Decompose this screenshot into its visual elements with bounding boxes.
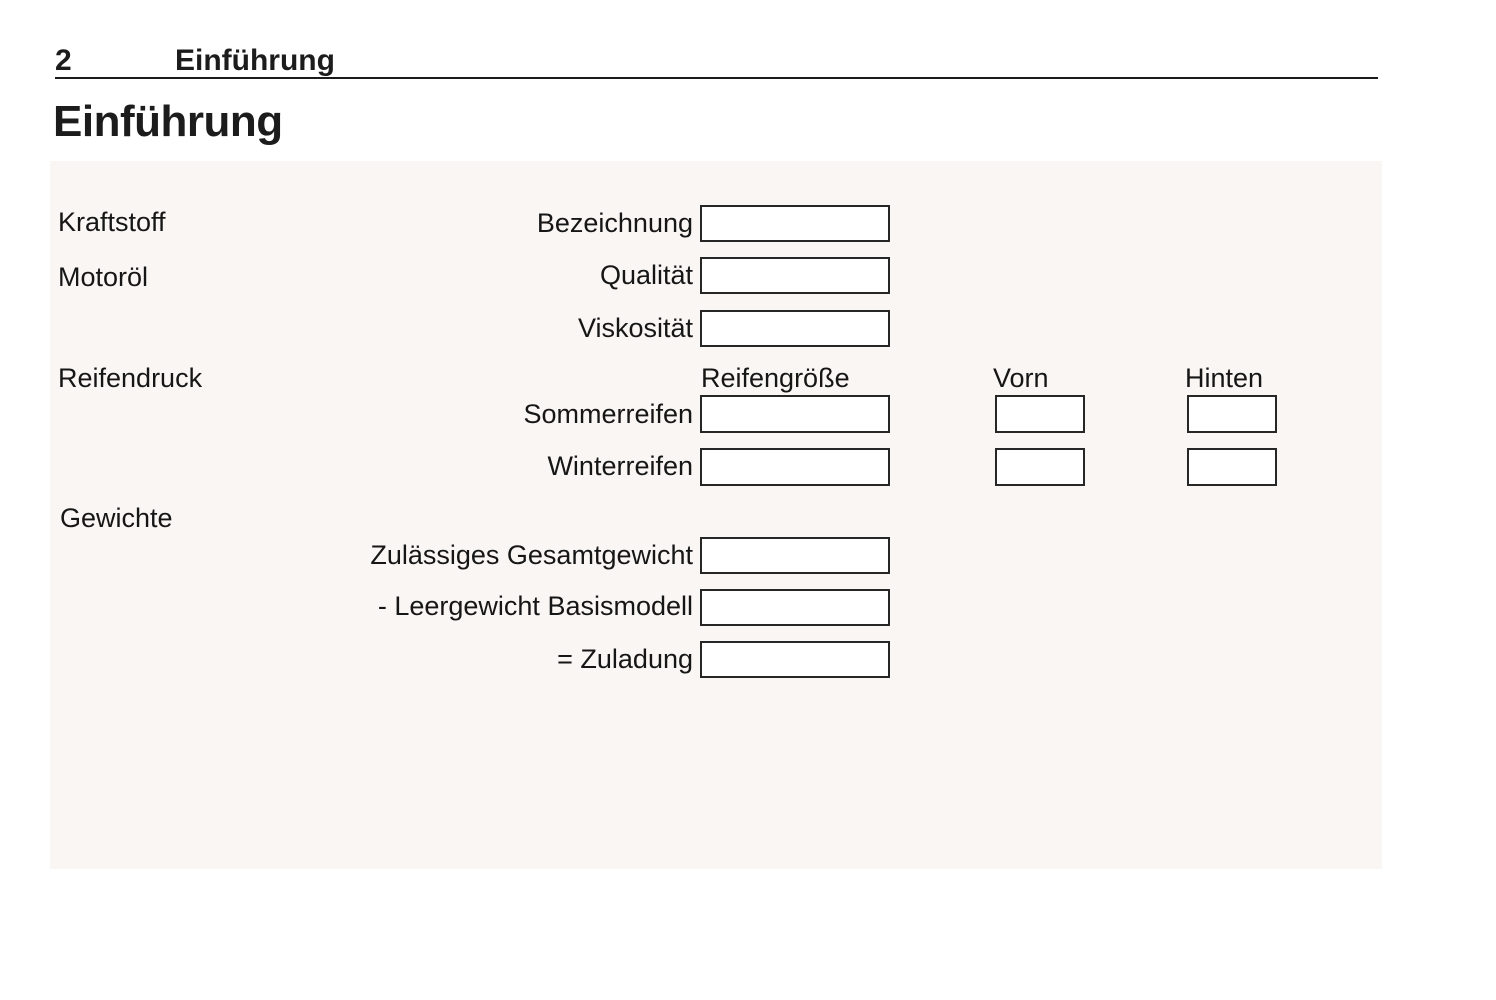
field-label-quality: Qualität — [599, 260, 693, 290]
column-header-tire-size: Reifengröße — [701, 363, 850, 393]
input-winter-tire-size[interactable] — [700, 448, 890, 486]
section-label-tire-pressure: Reifendruck — [58, 363, 203, 393]
section-label-fuel: Kraftstoff — [58, 207, 166, 237]
input-curb-weight[interactable] — [700, 589, 890, 626]
input-oil-viscosity[interactable] — [700, 310, 890, 347]
section-label-weights: Gewichte — [60, 503, 173, 533]
input-summer-tire-size[interactable] — [700, 395, 890, 433]
input-summer-rear-pressure[interactable] — [1187, 395, 1277, 433]
field-label-viscosity: Viskosität — [577, 313, 693, 343]
field-label-designation: Bezeichnung — [536, 208, 693, 238]
column-header-front: Vorn — [993, 363, 1049, 393]
page-title: Einführung — [53, 97, 283, 146]
field-label-gross-weight: Zulässiges Gesamtgewicht — [370, 540, 693, 570]
input-summer-front-pressure[interactable] — [995, 395, 1085, 433]
column-header-rear: Hinten — [1185, 363, 1264, 393]
input-oil-quality[interactable] — [700, 257, 890, 294]
input-fuel-designation[interactable] — [700, 205, 890, 242]
section-label-engine-oil: Motoröl — [58, 262, 149, 292]
input-winter-rear-pressure[interactable] — [1187, 448, 1277, 486]
running-chapter-title: Einführung — [175, 44, 335, 77]
page-number: 2 — [55, 44, 72, 77]
field-label-curb-weight: - Leergewicht Basismodell — [377, 591, 693, 621]
header-rule — [55, 77, 1378, 79]
input-payload[interactable] — [700, 641, 890, 678]
input-gross-weight[interactable] — [700, 537, 890, 574]
row-label-winter-tires: Winterreifen — [547, 451, 693, 481]
field-label-payload: = Zuladung — [557, 644, 693, 674]
row-label-summer-tires: Sommerreifen — [523, 399, 693, 429]
input-winter-front-pressure[interactable] — [995, 448, 1085, 486]
